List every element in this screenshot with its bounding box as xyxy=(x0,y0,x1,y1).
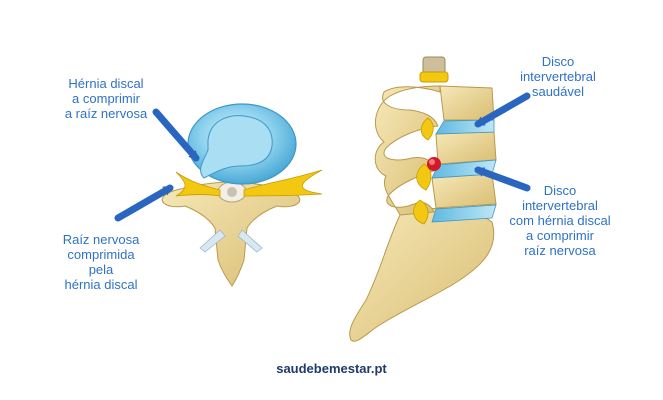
spinous-processes xyxy=(374,85,441,216)
herniated-nucleus xyxy=(200,115,273,179)
label-healthy-disc: Disco intervertebral saudável xyxy=(520,54,596,99)
nerve-root-right xyxy=(243,169,323,197)
label-compressed-nerve-root: Raíz nervosa comprimida pela hérnia disc… xyxy=(62,232,140,292)
arrow-icon xyxy=(114,184,174,222)
label-herniated-disc-side: Disco intervertebral com hérnia discal a… xyxy=(509,183,611,258)
lumbar-spine-lateral xyxy=(349,56,497,342)
arrow-icon xyxy=(474,92,531,128)
nerve-root-left xyxy=(175,171,221,197)
nerve-root-l3 xyxy=(413,199,429,225)
label-herniated-disc-compressing-root: Hérnia discal a comprimir a raíz nervosa xyxy=(64,76,148,121)
spinal-cord-core xyxy=(227,187,237,197)
annotation-arrows xyxy=(114,92,531,222)
sacrum xyxy=(349,207,495,342)
vertebral-body-2 xyxy=(435,131,497,165)
vertebral-body-1 xyxy=(439,85,495,121)
upper-nerve xyxy=(419,71,449,83)
axial-vertebra xyxy=(161,103,323,287)
arrow-icon xyxy=(152,108,200,162)
lower-disc-shape xyxy=(431,204,497,223)
site-footer: saudebemestar.pt xyxy=(276,361,387,376)
hernia-highlight xyxy=(429,159,435,165)
vertebral-body-3 xyxy=(431,173,497,209)
nerve-root-l1 xyxy=(420,117,434,141)
arrow-icon xyxy=(474,166,531,192)
facet-joints xyxy=(199,229,263,253)
nerve-root-l2 xyxy=(416,163,432,191)
